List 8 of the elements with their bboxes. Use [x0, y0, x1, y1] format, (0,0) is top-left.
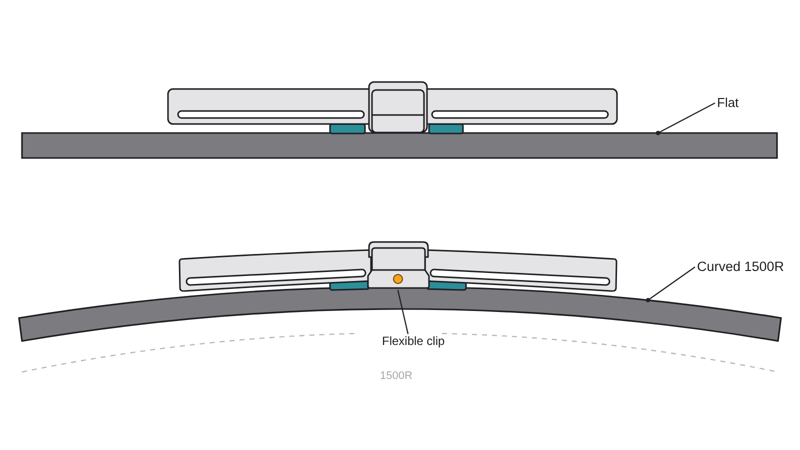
leader-line: [397, 290, 409, 334]
leader-line: [656, 102, 716, 136]
radius-label: 1500R: [380, 370, 412, 382]
flat-monitor: [22, 133, 777, 158]
callout-label: Curved 1500R: [695, 259, 786, 275]
callout-label: Flexible clip: [380, 334, 447, 349]
callout-label: Flat: [715, 95, 741, 111]
leader-line: [646, 266, 696, 302]
